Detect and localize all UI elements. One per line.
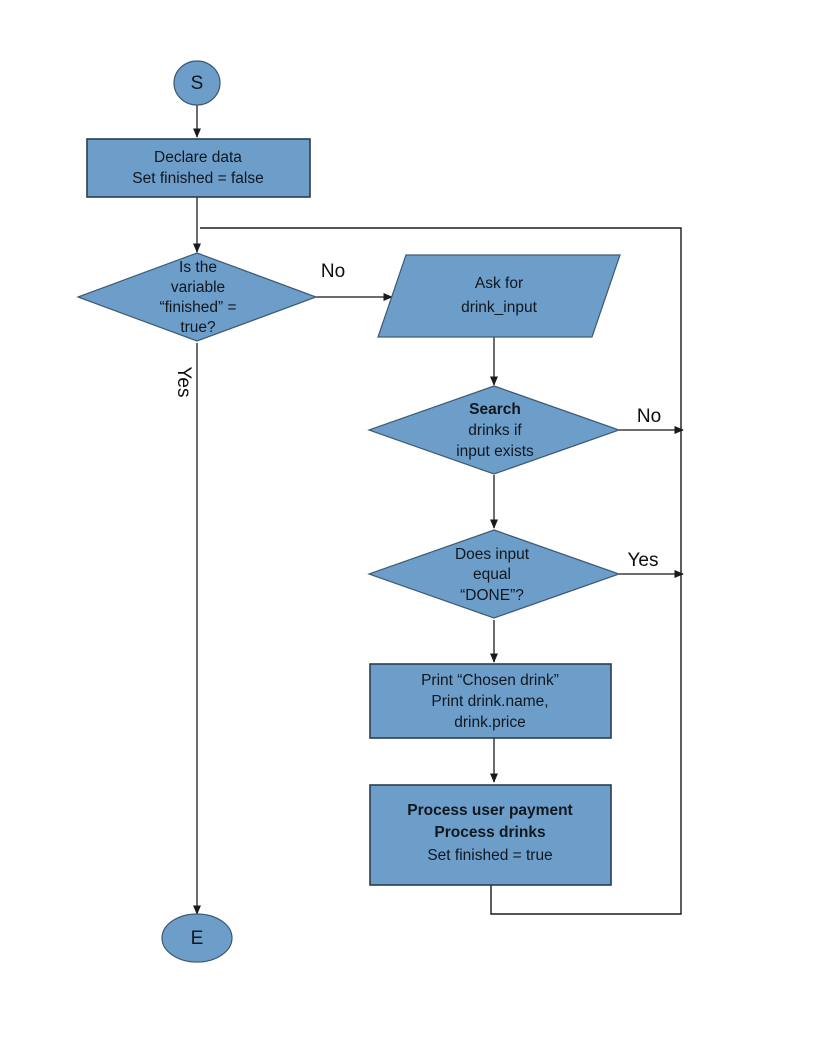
node-print-drink-line-1: Print “Chosen drink” [421, 672, 559, 689]
edge-label-finished-yes: Yes [173, 367, 194, 398]
node-finished-check-line-1: Is the [179, 259, 217, 276]
node-finished-check-line-3: “finished” = [159, 299, 236, 316]
node-process-payment-line-1: Process user payment [407, 802, 572, 819]
edge-loop-back-to-finished-check [200, 227, 682, 915]
node-declare-line-1: Declare data [154, 149, 242, 166]
node-start-label: S [191, 73, 204, 94]
node-declare-box [86, 138, 311, 198]
node-finished-check-line-4: true? [180, 319, 216, 336]
node-print-drink-line-3: drink.price [454, 714, 526, 731]
node-ask-input-line-2: drink_input [461, 299, 538, 316]
node-search-diamond [367, 385, 621, 475]
node-done-check-line-3: “DONE”? [460, 587, 524, 604]
node-done-check-diamond [367, 529, 621, 619]
node-search-line-2: drinks if [468, 422, 522, 439]
node-search-line-3: input exists [456, 443, 534, 460]
node-end-terminator [161, 913, 233, 963]
node-done-check-line-2: equal [473, 566, 511, 583]
node-declare-line-2: Set finished = false [132, 170, 263, 187]
node-process-payment-line-2: Process drinks [434, 824, 545, 841]
node-finished-check-line-2: variable [171, 279, 225, 296]
node-start-terminator [173, 60, 221, 106]
node-ask-input-line-1: Ask for [475, 275, 523, 292]
node-done-check-line-1: Does input [455, 546, 530, 563]
node-finished-check-diamond [76, 252, 318, 342]
node-print-drink-box [369, 663, 612, 739]
edge-label-finished-no: No [321, 261, 345, 282]
node-ask-input-parallelogram [377, 254, 621, 338]
node-print-drink-line-2: Print drink.name, [431, 693, 548, 710]
edge-label-search-no: No [637, 406, 661, 427]
node-end-label: E [191, 928, 204, 949]
node-process-payment-box [369, 784, 612, 886]
node-search-line-1: Search [469, 401, 521, 418]
edge-label-done-yes: Yes [628, 550, 659, 571]
node-process-payment-line-3: Set finished = true [427, 847, 552, 864]
